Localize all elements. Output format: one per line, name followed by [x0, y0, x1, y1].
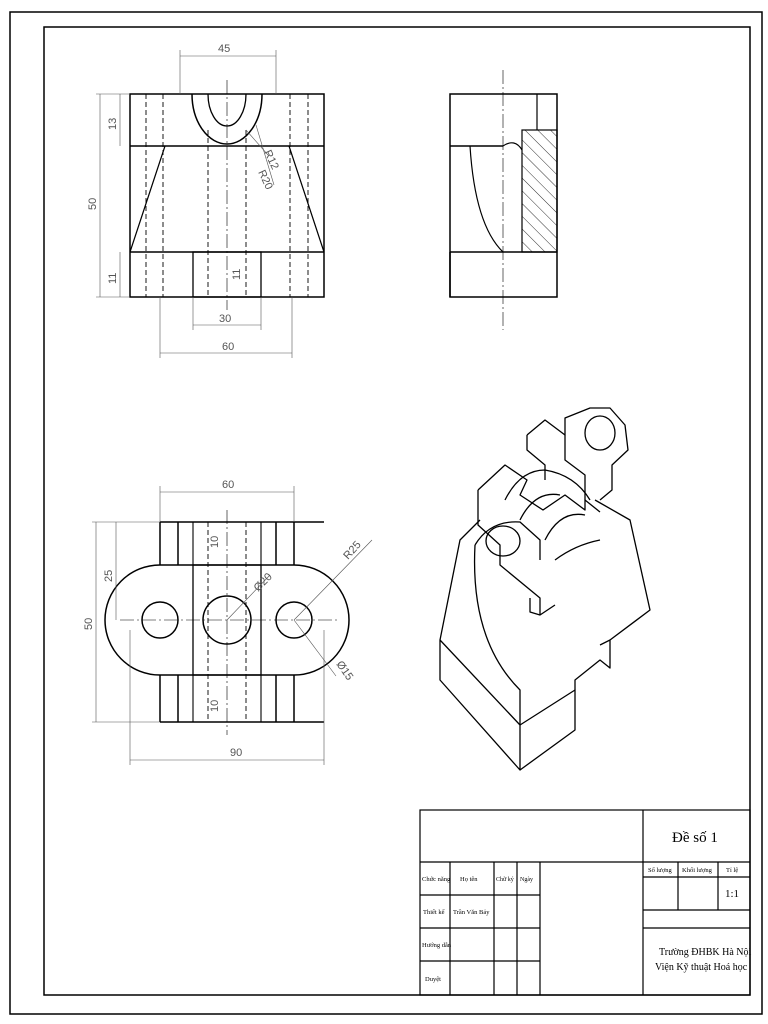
- dim-front-bottom-inner: 30: [219, 313, 231, 325]
- outer-border: [9, 11, 763, 1015]
- dim-top-overall-height: 50: [83, 618, 95, 630]
- dim-front-top: 45: [218, 43, 230, 55]
- dim-top-overall-width: 90: [230, 747, 242, 759]
- top-view-dimensions: [92, 486, 373, 765]
- dim-front-left-upper: 13: [107, 118, 119, 130]
- inner-frame: [43, 26, 751, 996]
- dim-top-d15: Ø15: [334, 659, 356, 683]
- dim-front-bottom-outer: 60: [222, 341, 234, 353]
- dim-front-left-height: 50: [87, 198, 99, 210]
- header-role: Chức năng: [422, 876, 451, 883]
- dim-top-r25: R25: [341, 539, 363, 562]
- front-view-dimensions: [96, 50, 293, 358]
- side-view: [449, 70, 558, 330]
- dim-front-r20: R20: [255, 168, 274, 191]
- dim-front-slot-height: 11: [231, 269, 243, 280]
- scale-value: 1:1: [725, 888, 739, 900]
- header-date: Ngày: [520, 877, 533, 883]
- label-mass: Khối lượng: [682, 867, 713, 874]
- drawing-title: Đề số 1: [672, 830, 718, 846]
- header-sign: Chữ ký: [496, 877, 514, 883]
- row-role-design: Thiết kế: [423, 909, 446, 916]
- row-name-design: Trần Văn Bảy: [453, 909, 490, 916]
- row-role-approve: Duyệt: [425, 976, 441, 983]
- institute-name: Viện Kỹ thuật Hoá học: [655, 962, 748, 973]
- row-role-guide: Hướng dẫn: [422, 942, 452, 949]
- school-name: Trường ĐHBK Hà Nội: [659, 947, 752, 958]
- dim-front-left-lower: 11: [107, 273, 119, 284]
- top-view: [104, 510, 350, 735]
- front-view: [129, 80, 325, 310]
- label-scale: Tỉ lệ: [726, 867, 738, 874]
- dim-top-half-height: 25: [103, 570, 115, 582]
- dim-top-gap-bottom: 10: [209, 700, 221, 712]
- header-name: Họ tên: [460, 876, 478, 883]
- isometric-view: [439, 407, 651, 771]
- title-block: [419, 809, 751, 996]
- dim-top-gap-top: 10: [209, 536, 221, 548]
- dim-top-width: 60: [222, 479, 234, 491]
- label-quantity: Số lượng: [648, 867, 673, 874]
